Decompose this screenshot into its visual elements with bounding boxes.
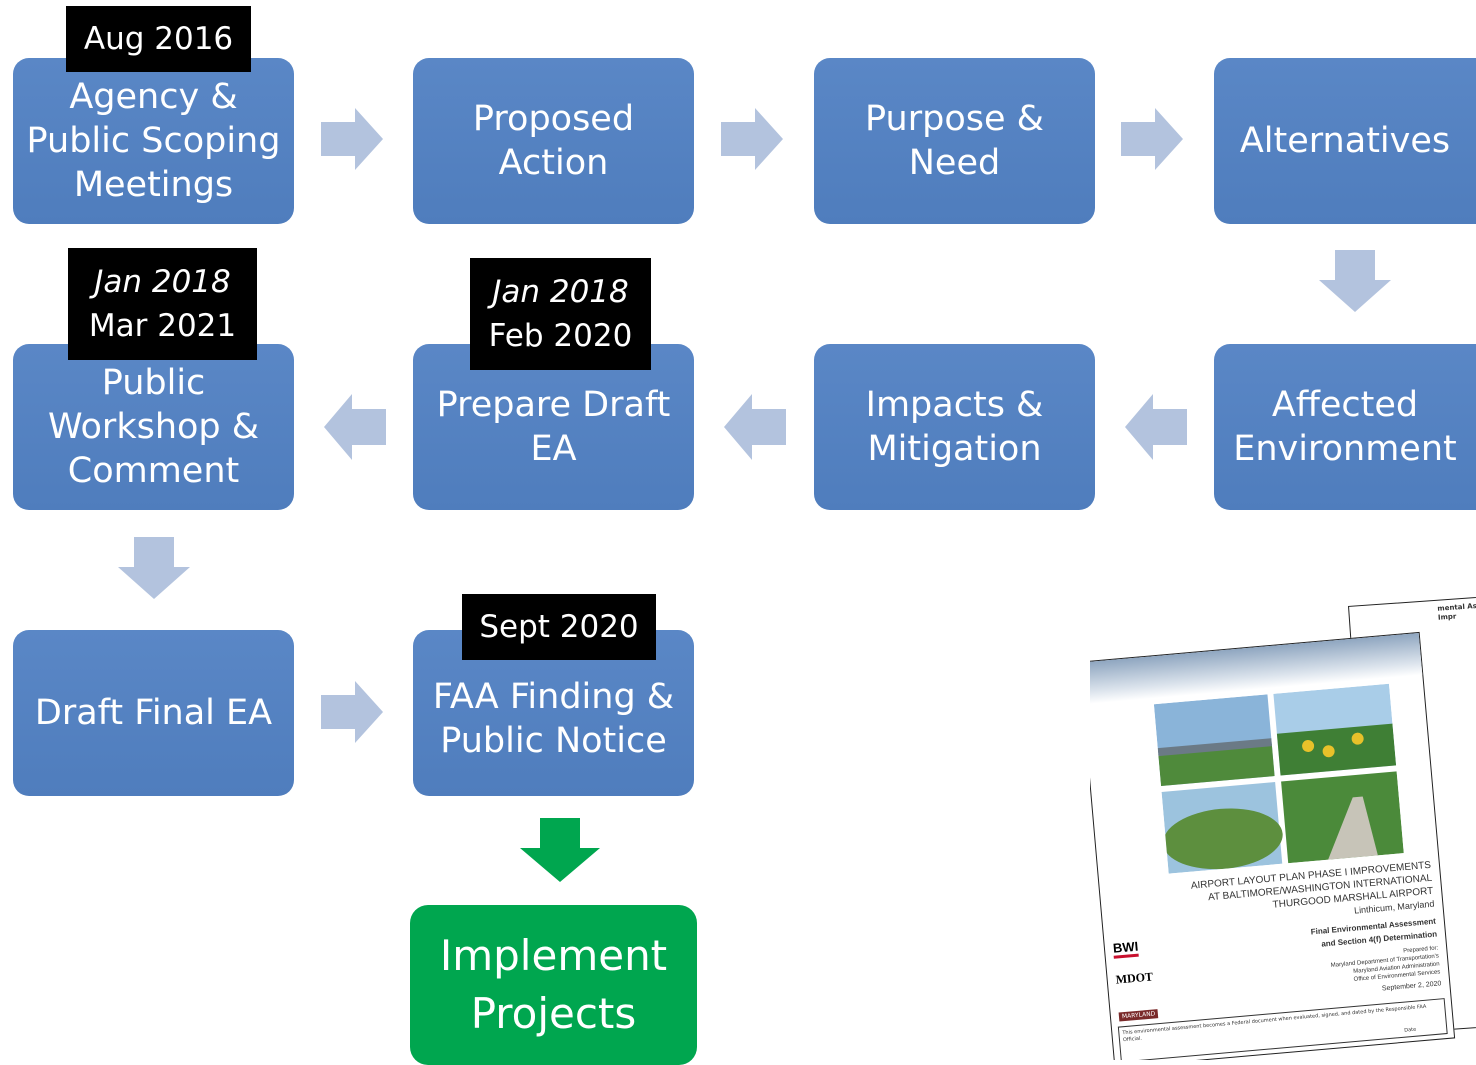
step-impacts-mitigation: Impacts &Mitigation xyxy=(814,344,1095,510)
date-label-faa-finding: Sept 2020 xyxy=(462,594,656,660)
arrow-left-icon xyxy=(324,394,386,460)
arrow-right-icon xyxy=(721,108,783,170)
arrow-down-green-icon xyxy=(520,818,600,882)
date-label-scoping: Aug 2016 xyxy=(66,6,251,72)
logo-bwi: BWI xyxy=(1112,938,1140,959)
final-ea-document-image: mental As / hase I Impr AIRPORT LAYOUT P… xyxy=(1090,596,1476,1060)
arrow-right-icon xyxy=(321,681,383,743)
arrow-right-icon xyxy=(321,108,383,170)
step-purpose-need: Purpose &Need xyxy=(814,58,1095,224)
cover-title: AIRPORT LAYOUT PLAN PHASE I IMPROVEMENTS… xyxy=(1190,859,1442,993)
date-label-prepare-draft: Jan 2018 Feb 2020 xyxy=(470,258,651,370)
arrow-left-icon xyxy=(724,394,786,460)
arrow-left-icon xyxy=(1125,394,1187,460)
logo-maryland: MARYLAND xyxy=(1118,1009,1159,1022)
step-alternatives: Alternatives xyxy=(1214,58,1476,224)
step-draft-final-ea: Draft Final EA xyxy=(13,630,294,796)
date-label-public-workshop: Jan 2018 Mar 2021 xyxy=(68,248,257,360)
arrow-down-icon xyxy=(1319,250,1391,312)
cover-photos xyxy=(1153,683,1404,874)
arrow-down-icon xyxy=(118,537,190,599)
document-cover-page: AIRPORT LAYOUT PLAN PHASE I IMPROVEMENTS… xyxy=(1090,631,1456,1060)
arrow-right-icon xyxy=(1121,108,1183,170)
